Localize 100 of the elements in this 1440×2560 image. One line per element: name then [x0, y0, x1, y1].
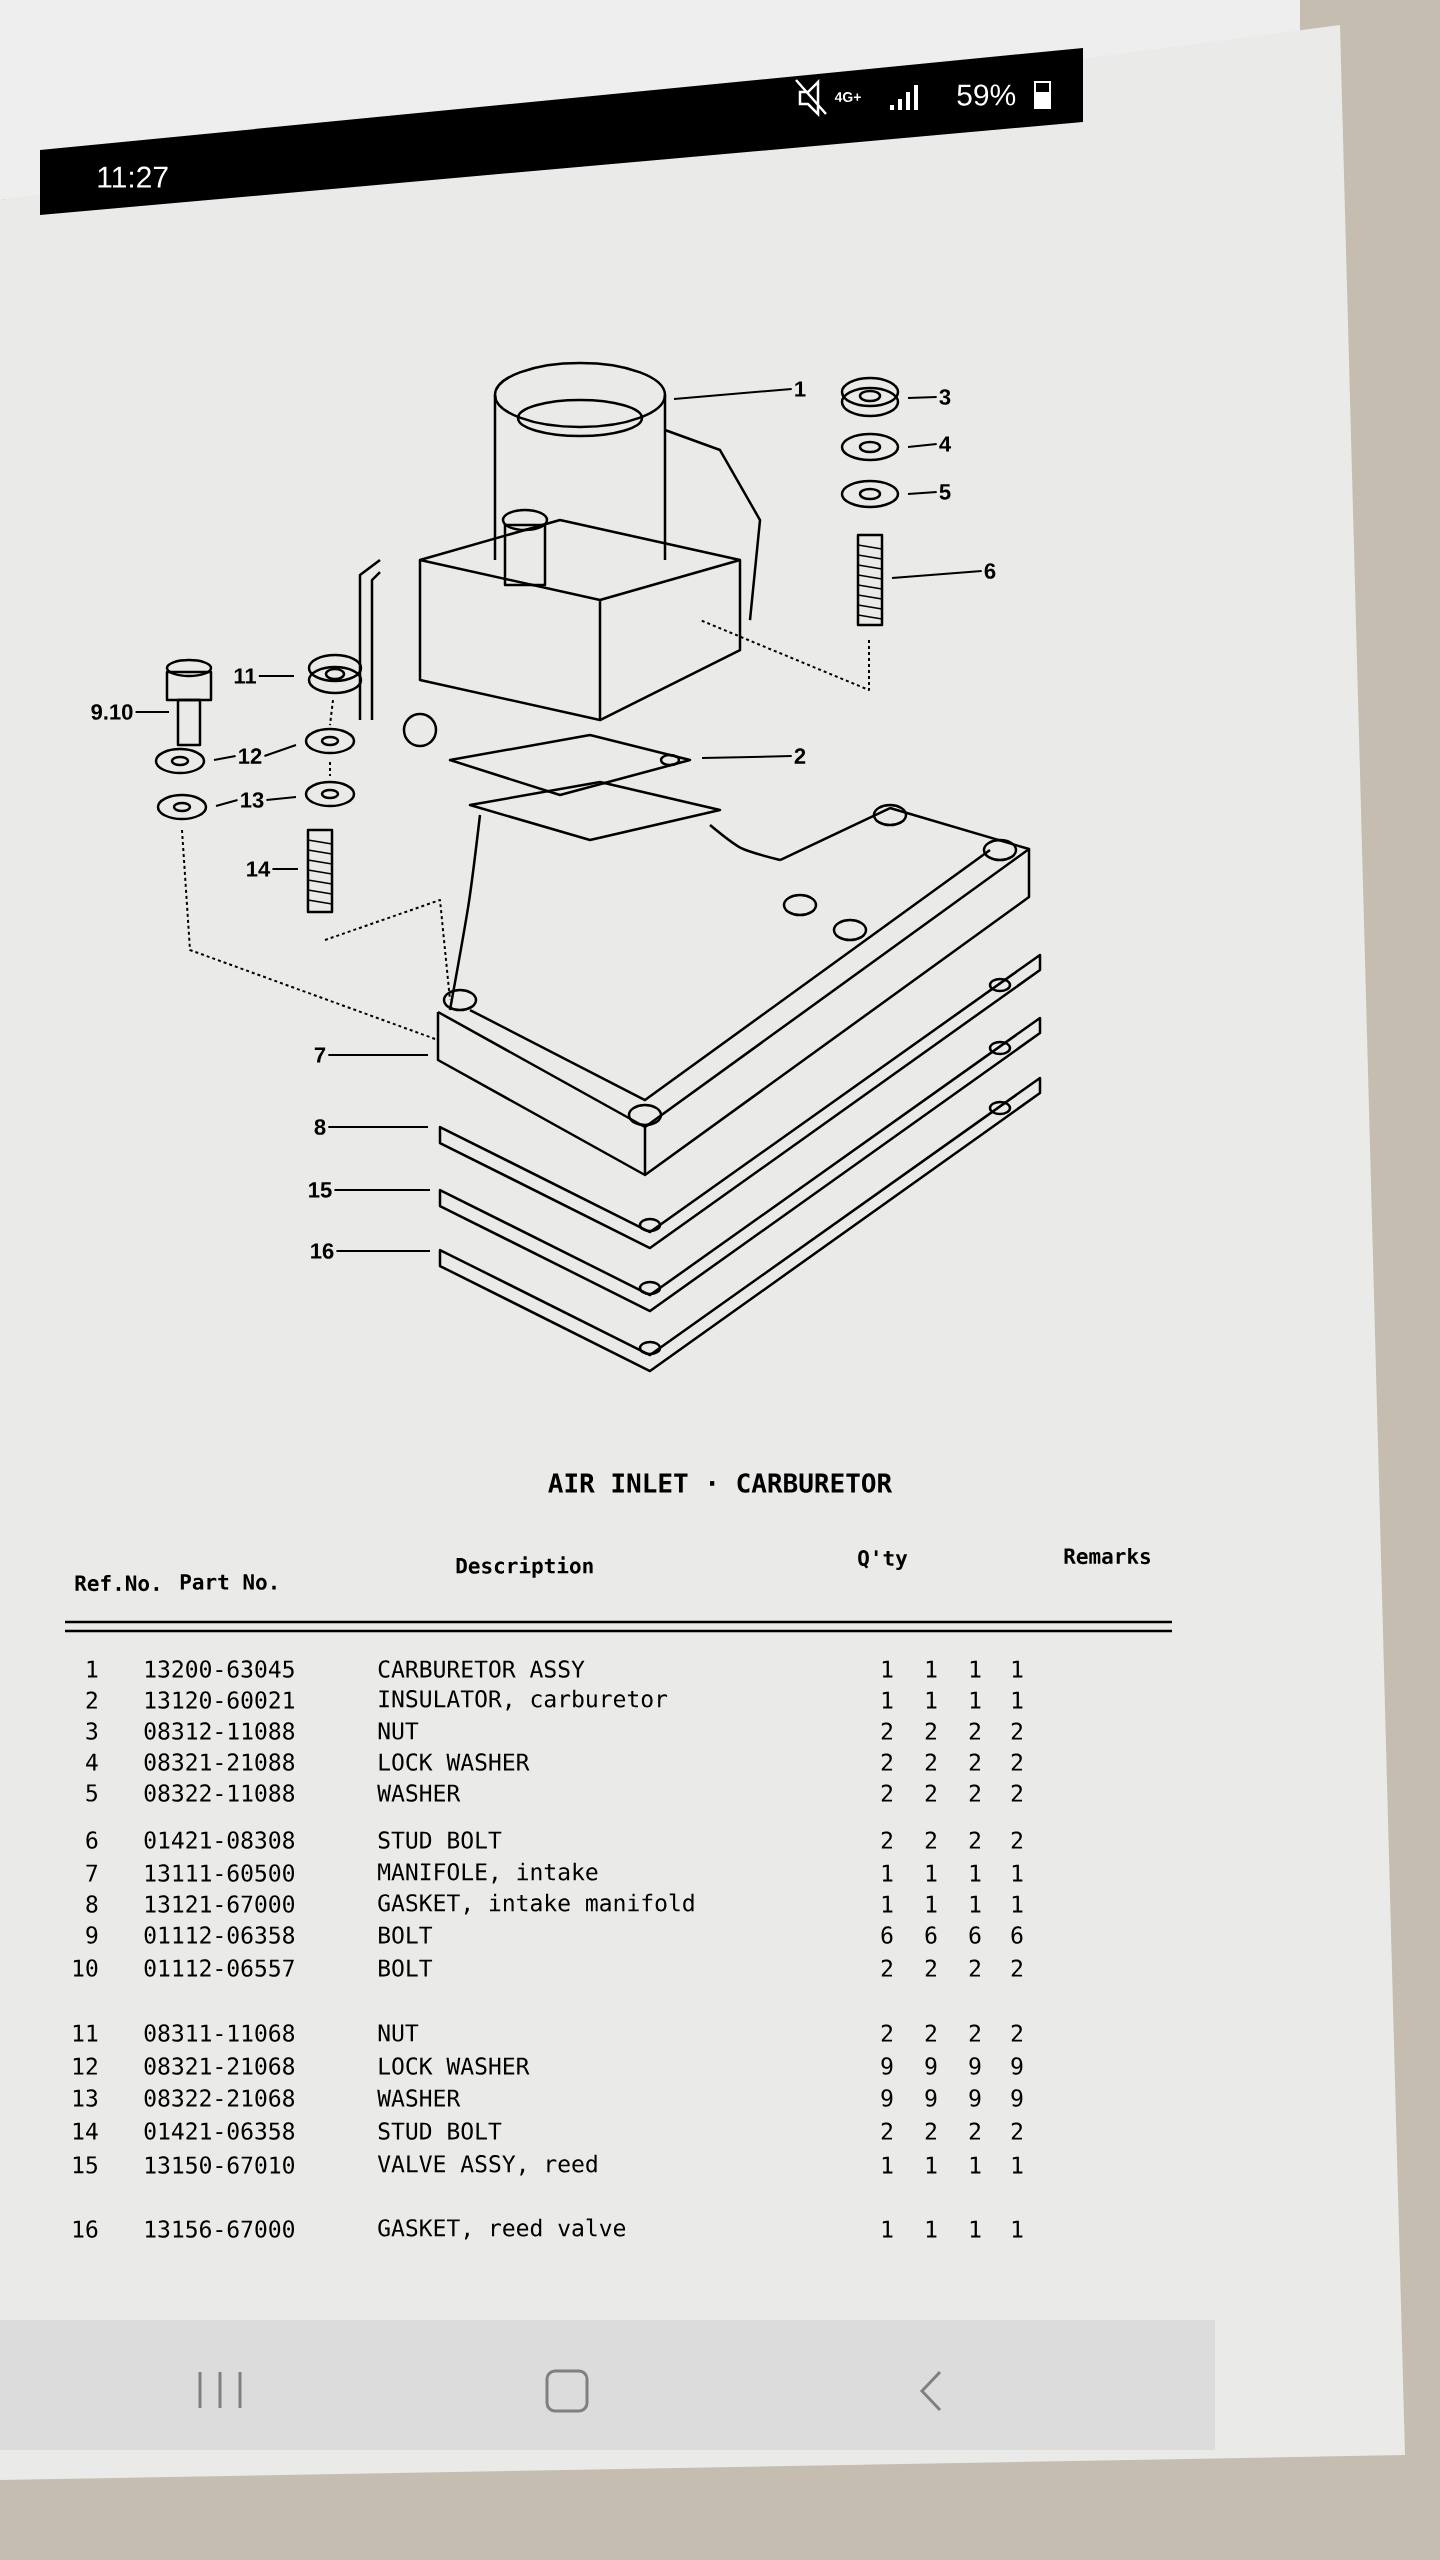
part-number: 08322-21068 — [144, 2089, 295, 2107]
table-title: AIR INLET · CARBURETOR — [548, 1473, 893, 1493]
callout-number: 16 — [311, 1243, 334, 1259]
part-number: 01112-06358 — [144, 1926, 295, 1944]
part-number: 08311-11068 — [144, 2024, 295, 2042]
quantity: 6 — [969, 1926, 981, 1944]
part-description: LOCK WASHER — [379, 1753, 530, 1771]
leader-line — [907, 443, 938, 448]
part-description: BOLT — [379, 1926, 433, 1944]
quantity: 9 — [925, 2089, 937, 2107]
leader-line — [701, 755, 793, 759]
quantity: 2 — [881, 2122, 892, 2140]
quantity: 1 — [926, 2220, 937, 2238]
part-description: LOCK WASHER — [379, 2057, 530, 2075]
callout-number: 15 — [309, 1182, 332, 1198]
leader-line — [327, 1126, 429, 1128]
part-description: WASHER — [377, 2089, 461, 2107]
quantity: 9 — [881, 2057, 893, 2075]
quantity: 1 — [970, 1895, 981, 1913]
ref-number: 8 — [86, 1895, 98, 1913]
callout-number: 5 — [939, 484, 951, 500]
quantity: 9 — [969, 2089, 981, 2107]
quantity: 2 — [1011, 1753, 1022, 1771]
quantity: 1 — [970, 2220, 981, 2238]
part-number: 13150-67010 — [145, 2156, 294, 2174]
ref-number: 11 — [73, 2024, 98, 2042]
ref-number: 16 — [73, 2220, 98, 2238]
network-indicator: 4G+ — [834, 92, 861, 102]
quantity: 1 — [882, 1895, 893, 1913]
part-number: 08321-21068 — [144, 2057, 295, 2075]
part-number: 08321-21088 — [144, 1753, 295, 1771]
leader-line — [333, 1189, 431, 1191]
quantity: 2 — [925, 1784, 936, 1802]
quantity: 1 — [882, 2156, 893, 2174]
column-header: Remarks — [1064, 1547, 1150, 1565]
leader-line — [907, 396, 938, 399]
ref-number: 14 — [73, 2122, 98, 2140]
leader-line — [907, 491, 938, 495]
ref-number: 10 — [73, 1959, 98, 1977]
leader-line — [673, 388, 793, 400]
quantity: 1 — [926, 1691, 937, 1709]
leader-line — [327, 1054, 429, 1056]
quantity: 2 — [881, 1722, 892, 1740]
part-number: 13156-67000 — [145, 2220, 294, 2238]
column-header: Description — [456, 1556, 593, 1578]
quantity: 2 — [881, 2024, 892, 2042]
quantity: 1 — [882, 1691, 893, 1709]
ref-number: 2 — [86, 1691, 97, 1709]
quantity: 2 — [881, 1959, 892, 1977]
ref-number: 13 — [73, 2089, 98, 2107]
quantity: 2 — [1011, 1722, 1022, 1740]
quantity: 2 — [1011, 1959, 1022, 1977]
leader-line — [134, 711, 170, 713]
quantity: 1 — [1012, 1895, 1023, 1913]
part-number: 13120-60021 — [145, 1691, 294, 1709]
quantity: 1 — [970, 1691, 981, 1709]
callout-number: 4 — [939, 436, 951, 452]
part-description: NUT — [378, 2024, 419, 2042]
quantity: 2 — [969, 1722, 980, 1740]
part-number: 01421-08308 — [144, 1831, 295, 1849]
quantity: 1 — [1012, 2156, 1023, 2174]
quantity: 9 — [969, 2057, 981, 2075]
ref-number: 9 — [86, 1926, 98, 1944]
part-number: 13111-60500 — [145, 1864, 294, 1882]
leader-line — [891, 570, 983, 579]
quantity: 1 — [1012, 1691, 1023, 1709]
quantity: 6 — [881, 1926, 893, 1944]
quantity: 2 — [881, 1831, 892, 1849]
ref-number: 1 — [87, 1660, 98, 1678]
ref-number: 5 — [86, 1784, 97, 1802]
column-header: Part No. — [180, 1574, 276, 1590]
part-number: 08312-11088 — [144, 1722, 295, 1740]
callout-number: 9.10 — [91, 704, 133, 720]
quantity: 1 — [882, 2220, 893, 2238]
callout-number: 13 — [241, 792, 264, 808]
quantity: 2 — [969, 2122, 980, 2140]
quantity: 9 — [881, 2089, 893, 2107]
quantity: 6 — [925, 1926, 937, 1944]
part-number: 13121-67000 — [145, 1895, 294, 1913]
ref-number: 7 — [86, 1864, 98, 1882]
quantity: 1 — [970, 2156, 981, 2174]
part-description: STUD BOLT — [378, 2122, 502, 2140]
quantity: 2 — [969, 1784, 980, 1802]
ref-number: 4 — [86, 1753, 98, 1771]
quantity: 2 — [925, 2122, 936, 2140]
part-description: VALVE ASSY, reed — [377, 2154, 597, 2176]
part-description: INSULATOR, carburetor — [379, 1689, 668, 1711]
quantity: 2 — [1011, 1784, 1022, 1802]
leader-line — [263, 744, 297, 757]
callout-number: 8 — [314, 1119, 326, 1135]
part-description: STUD BOLT — [378, 1831, 502, 1849]
callout-number: 12 — [239, 748, 262, 764]
quantity: 1 — [970, 1660, 981, 1678]
quantity: 1 — [926, 1660, 937, 1678]
callout-number: 7 — [314, 1047, 326, 1063]
callout-number: 3 — [939, 389, 951, 405]
part-description: CARBURETOR ASSY — [378, 1660, 585, 1678]
quantity: 1 — [882, 1660, 893, 1678]
callout-number: 1 — [795, 381, 806, 397]
quantity: 1 — [1012, 1660, 1023, 1678]
